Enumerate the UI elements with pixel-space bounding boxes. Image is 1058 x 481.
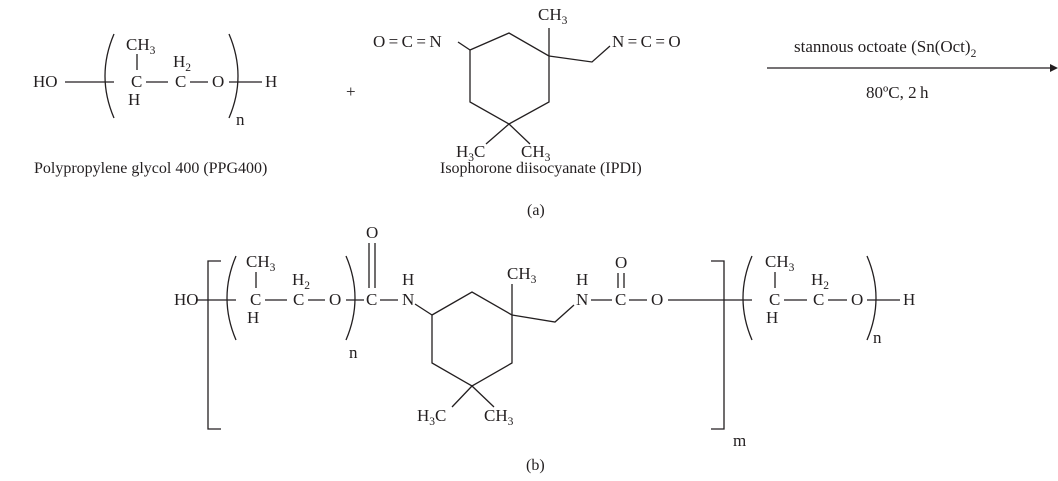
bond	[451, 385, 473, 408]
ppg-caption: Polypropylene glycol 400 (PPG400)	[34, 160, 267, 177]
ppg-c2: C	[175, 72, 186, 91]
product-ho: HO	[174, 290, 199, 309]
ppg-ho: HO	[33, 72, 58, 91]
r-h-end: H	[903, 290, 915, 309]
ring-h3c: H3C	[417, 406, 446, 428]
bond	[511, 304, 575, 323]
ppg-n: n	[236, 110, 245, 129]
left-bracket	[104, 33, 115, 119]
r-ch3: CH3	[765, 252, 795, 274]
ipdi-structure: O = C = N CH3 N = C = O H3C CH3 Isophoro…	[373, 5, 681, 177]
ring-ch3: CH3	[507, 264, 537, 286]
r-c1: C	[769, 290, 780, 309]
product-h2: H2	[292, 270, 310, 292]
carbonyl-o2: O	[615, 253, 627, 272]
inner-left-bracket	[226, 255, 237, 341]
nh-h1: H	[402, 270, 414, 289]
ipdi-caption: Isophorone diisocyanate (IPDI)	[440, 160, 642, 177]
ring-ch3-b: CH3	[484, 406, 514, 428]
arrow-head	[1050, 64, 1058, 72]
ppg-o: O	[212, 72, 224, 91]
product-c1: C	[250, 290, 261, 309]
product-structure: m HO CH3 C H H2 C O n O C H N CH3 H3C CH…	[174, 223, 915, 450]
nh-n2: N	[576, 290, 588, 309]
ppg400-structure: HO CH3 C H H2 C O n H Polypropylene glyc…	[33, 33, 277, 177]
ppg-c1: C	[131, 72, 142, 91]
bond	[414, 303, 433, 316]
ipdi-ch3-b: CH3	[521, 142, 551, 164]
product-h: H	[247, 308, 259, 327]
outer-left-bracket	[207, 260, 221, 430]
ppg-h: H	[128, 90, 140, 109]
r-n: n	[873, 328, 882, 347]
r-o: O	[851, 290, 863, 309]
reaction-arrow: stannous octoate (Sn(Oct)2 80ºC, 2 h	[767, 37, 1058, 102]
nh-n1: N	[402, 290, 414, 309]
label-b: (b)	[526, 457, 545, 474]
product-ch3: CH3	[246, 252, 276, 274]
product-o1: O	[329, 290, 341, 309]
ipdi-nco-right: N = C = O	[612, 32, 681, 51]
carbonyl-c2: C	[615, 290, 626, 309]
bond	[548, 45, 611, 63]
r-h2: H2	[811, 270, 829, 292]
ppg-h-end: H	[265, 72, 277, 91]
nh-h2: H	[576, 270, 588, 289]
outer-right-bracket	[711, 260, 725, 430]
ipdi-h3c: H3C	[456, 142, 485, 164]
bond	[485, 123, 510, 145]
ppg-ch3: CH3	[126, 35, 156, 57]
right-repeat-left-bracket	[742, 255, 753, 341]
r-c2: C	[813, 290, 824, 309]
ipdi-ch3: CH3	[538, 5, 568, 27]
bond	[471, 385, 495, 408]
carbonyl-o1: O	[366, 223, 378, 242]
product-m: m	[733, 431, 746, 450]
right-bracket	[228, 33, 239, 119]
product-cyclohexane-ring	[431, 291, 513, 387]
bond	[457, 41, 471, 51]
r-h: H	[766, 308, 778, 327]
bond	[508, 123, 531, 145]
inner-right-bracket	[345, 255, 356, 341]
label-a: (a)	[527, 202, 545, 219]
product-n-left: n	[349, 343, 358, 362]
product-o2: O	[651, 290, 663, 309]
catalyst-label: stannous octoate (Sn(Oct)2	[794, 37, 977, 60]
plus-sign: +	[346, 82, 356, 101]
carbonyl-c1: C	[366, 290, 377, 309]
cyclohexane-ring	[469, 32, 550, 125]
product-c2: C	[293, 290, 304, 309]
ipdi-nco-left: O = C = N	[373, 32, 442, 51]
ppg-h2: H2	[173, 52, 191, 74]
temp-time-label: 80ºC, 2 h	[866, 83, 929, 102]
right-repeat-right-bracket	[866, 255, 877, 341]
